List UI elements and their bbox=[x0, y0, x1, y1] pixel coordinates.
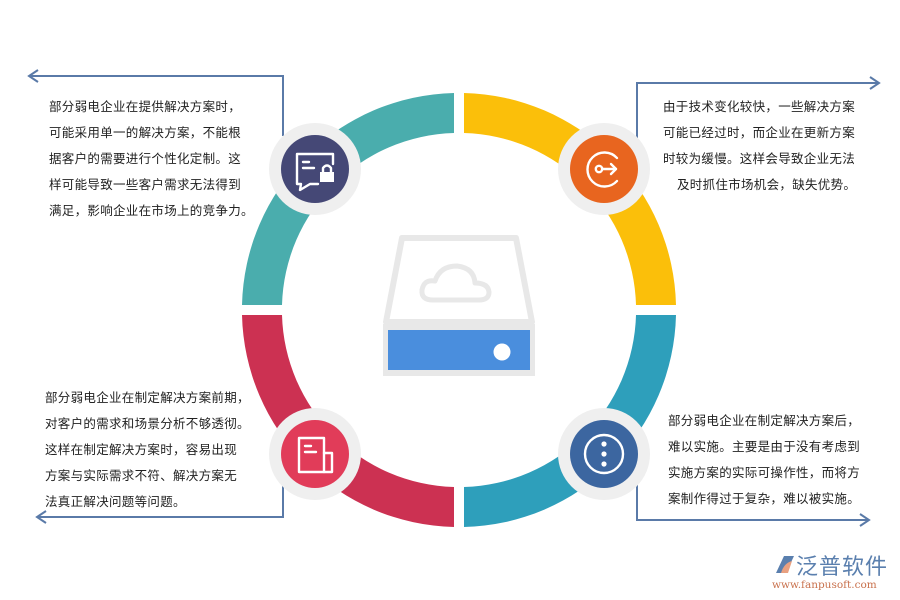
document-icon bbox=[297, 436, 334, 474]
text-line: 难以实施。主要是由于没有考虑到 bbox=[668, 439, 861, 454]
text-line: 时较为缓慢。这样会导致企业无法 bbox=[663, 151, 856, 166]
badge-bottom-left bbox=[269, 408, 361, 500]
text-line: 对客户的需求和场景分析不够透彻。 bbox=[45, 416, 250, 431]
badge-top-right bbox=[558, 123, 650, 215]
section-text-bottom-right: 部分弱电企业在制定解决方案后， 难以实施。主要是由于没有考虑到 实施方案的实际可… bbox=[668, 408, 860, 512]
text-line: 据客户的需要进行个性化定制。这 bbox=[49, 151, 242, 166]
message-lock-icon bbox=[295, 152, 335, 192]
text-line: 实施方案的实际可操作性，而将方 bbox=[668, 465, 861, 480]
text-line: 法真正解决问题等问题。 bbox=[45, 494, 186, 509]
text-line: 满足，影响企业在市场上的竞争力。 bbox=[49, 203, 254, 218]
arrowhead-bottom-left-icon bbox=[35, 510, 47, 524]
text-line: 可能采用单一的解决方案，不能根 bbox=[49, 125, 242, 140]
section-text-top-right: 由于技术变化较快，一些解决方案 可能已经过时，而企业在更新方案 时较为缓慢。这样… bbox=[663, 94, 856, 198]
arrow-bottom-right bbox=[636, 482, 868, 521]
more-vertical-icon bbox=[583, 433, 625, 475]
text-line: 部分弱电企业在制定解决方案前期， bbox=[45, 390, 250, 405]
text-line: 部分弱电企业在制定解决方案后， bbox=[668, 413, 861, 428]
text-line: 案制作得过于复杂，难以被实施。 bbox=[668, 491, 861, 506]
section-text-top-left: 部分弱电企业在提供解决方案时， 可能采用单一的解决方案，不能根 据客户的需要进行… bbox=[49, 94, 254, 224]
text-line: 由于技术变化较快，一些解决方案 bbox=[663, 99, 856, 114]
text-line: 样可能导致一些客户需求无法得到 bbox=[49, 177, 242, 192]
arrowhead-top-left-icon bbox=[27, 69, 39, 83]
watermark-brand: 泛普软件 bbox=[796, 555, 889, 580]
cloud-storage-drive-icon bbox=[383, 235, 535, 376]
arrow-top-right bbox=[636, 82, 878, 140]
badge-bottom-right bbox=[558, 408, 650, 500]
section-text-bottom-left: 部分弱电企业在制定解决方案前期， 对客户的需求和场景分析不够透彻。 这样在制定解… bbox=[45, 385, 250, 515]
watermark-logo: 泛普软件 www.fanpusoft.com bbox=[768, 549, 898, 597]
arrow-bottom-left bbox=[38, 480, 284, 518]
text-line: 方案与实际需求不符、解决方案无 bbox=[45, 468, 238, 483]
arrow-top-left bbox=[30, 75, 284, 136]
text-line: 这样在制定解决方案时，容易出现 bbox=[45, 442, 238, 457]
arrowhead-bottom-right-icon bbox=[859, 513, 871, 527]
connector-arrows bbox=[27, 69, 881, 527]
badge-top-left bbox=[269, 123, 361, 215]
text-line: 及时抓住市场机会，缺失优势。 bbox=[677, 177, 857, 192]
text-line: 部分弱电企业在提供解决方案时， bbox=[49, 99, 242, 114]
watermark-url: www.fanpusoft.com bbox=[772, 579, 877, 591]
text-line: 可能已经过时，而企业在更新方案 bbox=[663, 125, 856, 140]
logout-key-icon bbox=[586, 151, 619, 188]
fanpu-logo-icon bbox=[776, 556, 794, 573]
arrowhead-top-right-icon bbox=[869, 76, 881, 90]
